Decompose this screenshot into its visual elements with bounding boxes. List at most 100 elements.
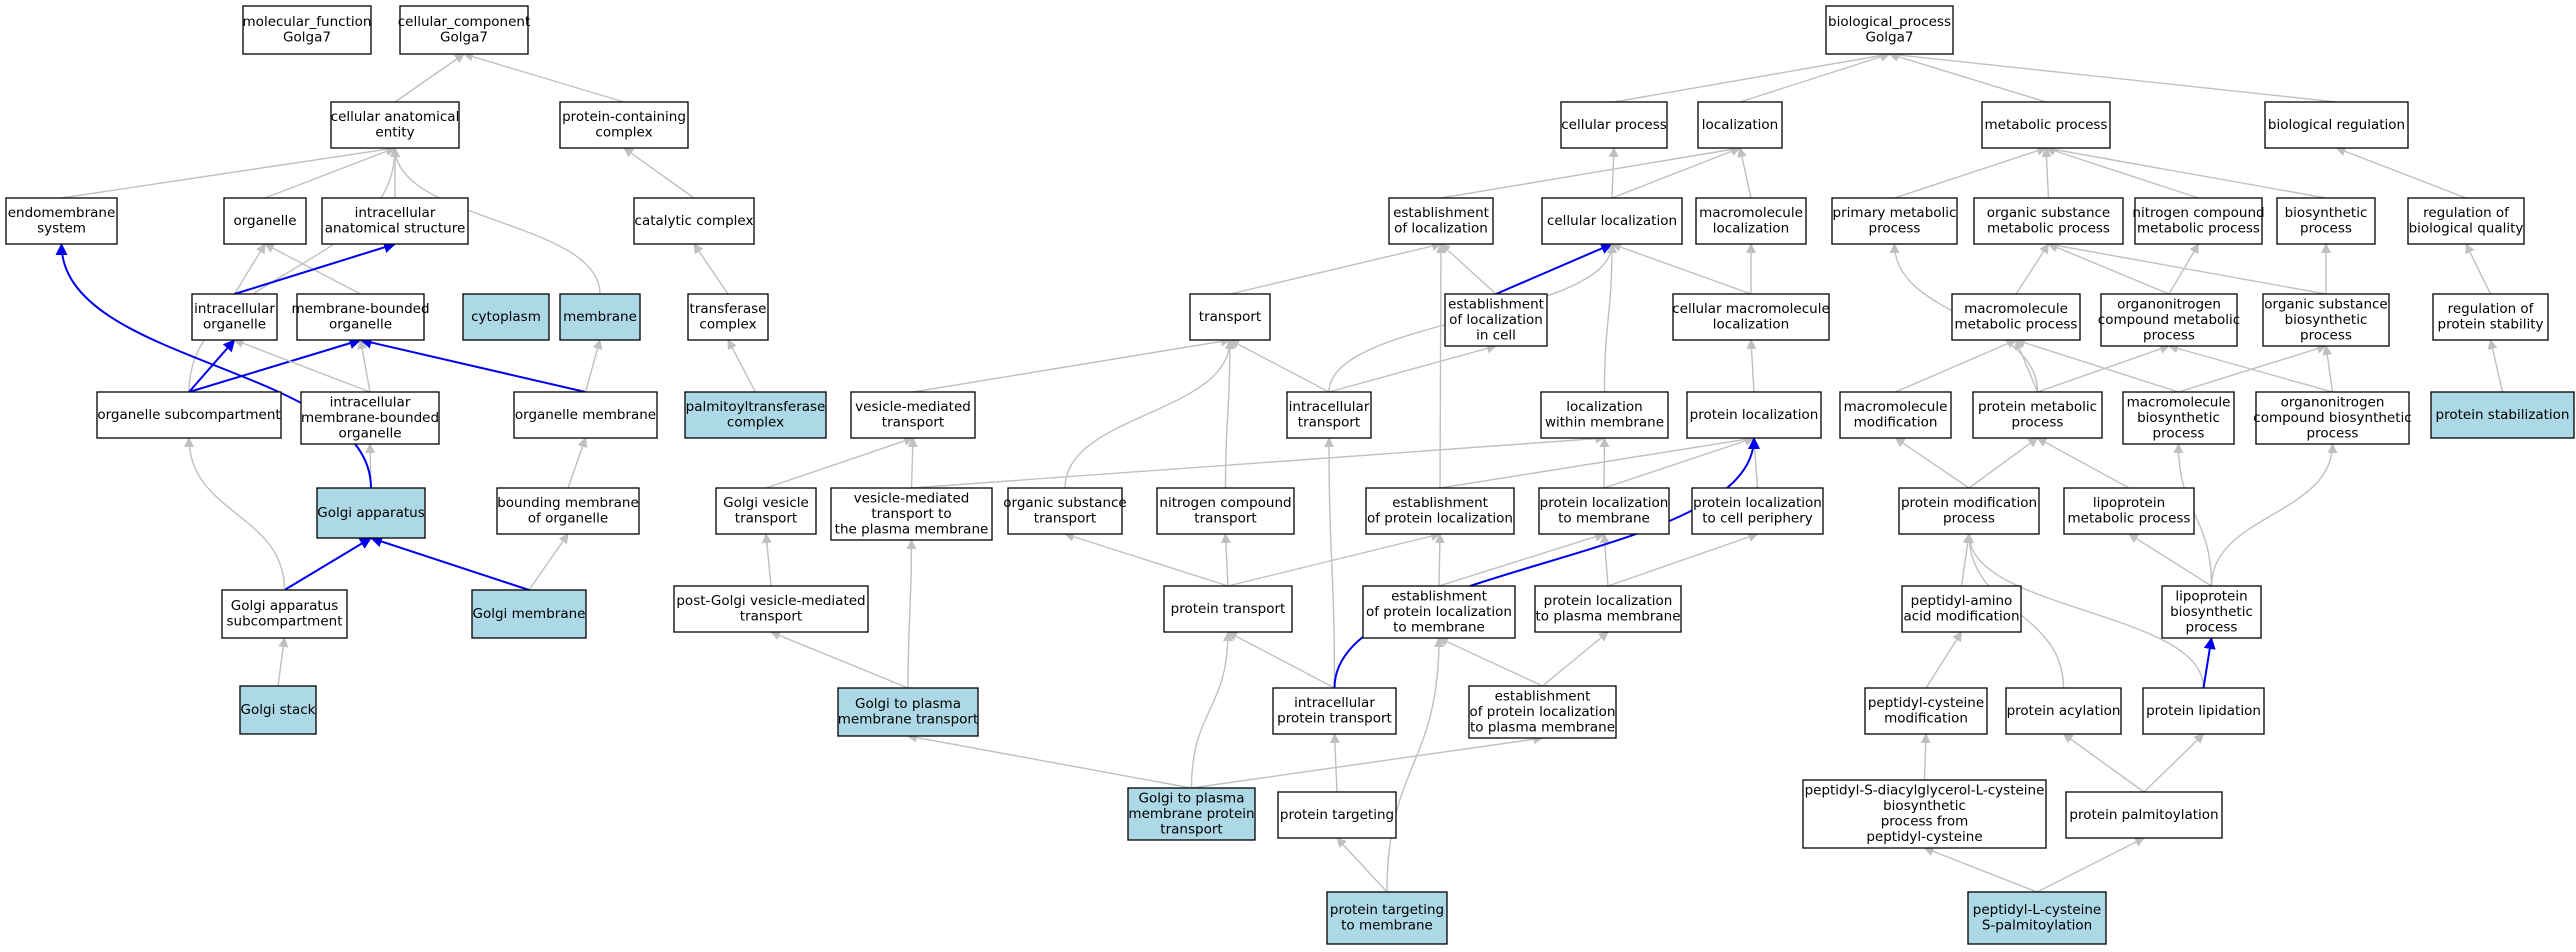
- node-gm[interactable]: Golgi membrane: [471, 589, 587, 639]
- node-pa[interactable]: protein acylation: [2005, 687, 2122, 735]
- node-catc[interactable]: catalytic complex: [633, 197, 755, 245]
- edge-lbp-to-lmp: [2128, 533, 2212, 587]
- node-ptarg[interactable]: protein targeting: [1277, 791, 1397, 839]
- node-br[interactable]: biological regulation: [2264, 101, 2409, 149]
- node-ps[interactable]: protein stabilization: [2430, 391, 2575, 439]
- node-cl[interactable]: cellular localization: [1541, 197, 1683, 245]
- node-membrane[interactable]: membrane: [559, 293, 641, 341]
- node-box: [1695, 197, 1807, 245]
- node-loc[interactable]: localization: [1697, 101, 1783, 149]
- node-box: [1825, 5, 1954, 55]
- node-label-line: Golga7: [440, 30, 488, 46]
- node-box: [1277, 791, 1397, 839]
- edge-pltcp-to-pl: [1749, 437, 1760, 489]
- node-label-line: establishment: [1448, 296, 1544, 312]
- node-ga[interactable]: Golgi apparatus: [316, 487, 426, 539]
- node-osc[interactable]: organelle subcompartment: [96, 391, 282, 439]
- node-label-line: regulation of: [2448, 301, 2535, 317]
- node-box: [2262, 293, 2390, 347]
- node-om[interactable]: organelle membrane: [513, 391, 658, 439]
- node-transport[interactable]: transport: [1189, 293, 1271, 341]
- edge-pttm-to-ptarg: [1336, 837, 1388, 893]
- node-gs[interactable]: Golgi stack: [239, 685, 317, 735]
- edge-osbp-to-osmp: [2047, 240, 2327, 295]
- node-pl[interactable]: protein localization: [1686, 391, 1822, 439]
- node-box: [1541, 197, 1683, 245]
- node-label-line: modification: [1854, 415, 1938, 431]
- edge-paam-to-pmodp: [1960, 533, 1973, 587]
- node-psdgc[interactable]: peptidyl-S-diacylglycerol-L-cysteinebios…: [1802, 779, 2047, 849]
- node-label-line: protein localization: [1690, 407, 1819, 423]
- node-pt[interactable]: protein transport: [1163, 585, 1293, 633]
- node-cyto[interactable]: cytoplasm: [462, 293, 550, 341]
- node-cp[interactable]: cellular process: [1560, 101, 1668, 149]
- node-label-line: organic substance: [1003, 495, 1126, 511]
- node-organelle[interactable]: organelle: [223, 197, 307, 245]
- node-mp[interactable]: metabolic process: [1981, 101, 2111, 149]
- node-plip[interactable]: protein lipidation: [2142, 687, 2265, 735]
- node-label-line: cellular localization: [1547, 213, 1677, 229]
- node-label-line: in cell: [1476, 327, 1516, 343]
- node-label-line: primary metabolic: [1833, 205, 1957, 221]
- edge-cae-to-cc: [394, 53, 465, 103]
- node-label-line: establishment: [1391, 588, 1487, 604]
- node-label-line: Golga7: [283, 30, 331, 46]
- node-ppalm[interactable]: protein palmitoylation: [2065, 791, 2223, 839]
